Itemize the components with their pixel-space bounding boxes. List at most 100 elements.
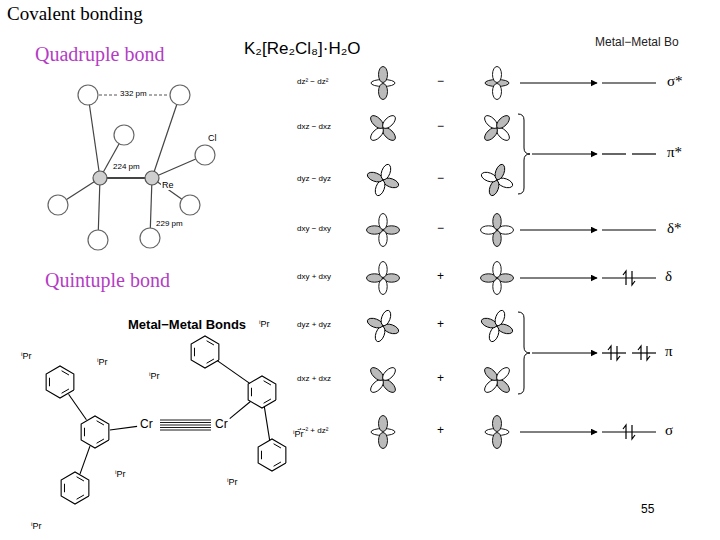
- d-orbital: [371, 416, 395, 449]
- d-orbital: [485, 67, 509, 100]
- orbital-label: dyz − dyz: [296, 175, 332, 183]
- orbital-lobe: [379, 416, 388, 432]
- d-orbital: [480, 163, 514, 197]
- orbital-lobe: [380, 365, 397, 382]
- sign-label: +: [436, 270, 445, 282]
- rhenium-atom: [93, 171, 107, 185]
- bond-line: [217, 361, 249, 384]
- electron-down: [617, 346, 620, 360]
- d-orbital: [481, 262, 514, 295]
- double-bond: [274, 462, 281, 466]
- energy-level: [602, 229, 656, 230]
- quintuple-bond-line: [160, 422, 211, 423]
- level-arrow: [520, 83, 597, 84]
- benzene-ring: [81, 416, 109, 448]
- chlorine-atom: [78, 85, 98, 105]
- energy-level: [602, 352, 626, 353]
- substituent-label: ⁱPr: [258, 320, 271, 329]
- distance-label: 224 pm: [112, 163, 141, 171]
- d-orbital: [481, 214, 514, 247]
- orbital-lobe: [494, 125, 511, 142]
- orbital-lobe: [380, 113, 397, 130]
- d-orbital: [485, 416, 509, 449]
- rhenium-atom: [145, 171, 159, 185]
- sign-label: +: [436, 424, 445, 436]
- chlorine-atom: [180, 195, 200, 215]
- distance-label: 229 pm: [155, 220, 184, 228]
- figure-title: Metal−Metal Bo: [594, 36, 680, 48]
- bond-line: [69, 394, 87, 419]
- bond-line: [230, 402, 251, 419]
- level-arrow: [520, 230, 597, 231]
- level-label: σ*: [666, 74, 684, 89]
- re2cl8-structure: [48, 85, 215, 250]
- substituent-label: ⁱPr: [20, 352, 33, 361]
- electron-down: [632, 425, 635, 439]
- benzene-ring: [258, 439, 286, 471]
- double-bond: [264, 399, 271, 403]
- orbital-lobe: [482, 365, 499, 382]
- d-orbital: [366, 163, 400, 197]
- sign-label: −: [436, 172, 445, 184]
- orbital-lobe: [494, 113, 511, 130]
- quintuple-bond-line: [160, 425, 211, 426]
- orbital-label: dxy − dxy: [296, 225, 332, 233]
- orbital-lobe: [379, 67, 388, 83]
- d-orbital: [367, 262, 400, 295]
- level-arrow: [520, 278, 597, 279]
- substituent-label: ⁱPr: [30, 522, 43, 531]
- orbital-lobe: [368, 365, 385, 382]
- orbital-lobe: [493, 67, 502, 83]
- double-bond: [62, 389, 69, 393]
- bond-line: [152, 95, 180, 178]
- orbital-lobe: [493, 84, 502, 100]
- double-bond: [97, 439, 104, 443]
- level-label: δ: [664, 269, 673, 284]
- double-bond: [274, 444, 281, 448]
- energy-level: [602, 82, 656, 83]
- energy-level: [632, 352, 656, 353]
- orbital-lobe: [379, 214, 387, 230]
- d-orbital: [368, 365, 397, 394]
- double-bond: [62, 371, 69, 375]
- sign-label: −: [436, 75, 445, 87]
- orbital-label: dyz + dyz: [296, 321, 332, 329]
- double-bond: [77, 477, 84, 481]
- atom-label: Re: [161, 181, 175, 190]
- electron-up: [608, 346, 611, 360]
- orbital-lobe: [368, 377, 385, 394]
- chlorine-atom: [170, 85, 190, 105]
- orbital-label: dxz + dxz: [296, 375, 332, 383]
- orbital-lobe: [379, 84, 388, 100]
- substituent-label: ⁱPr: [114, 470, 127, 479]
- d-orbital: [366, 309, 400, 343]
- sign-label: +: [436, 372, 445, 384]
- electron-up: [623, 425, 626, 439]
- d-orbital: [480, 309, 514, 343]
- benzene-ring: [191, 336, 219, 368]
- d-orbital: [367, 214, 400, 247]
- double-bond: [194, 348, 195, 357]
- double-bond: [251, 388, 252, 397]
- orbital-label: dxy + dxy: [296, 273, 332, 281]
- sign-label: −: [436, 120, 445, 132]
- orbital-lobe: [379, 433, 388, 449]
- substituent-label: ⁱPr: [148, 372, 161, 381]
- quintuple-bond-line: [160, 430, 211, 431]
- orbital-lobe: [368, 125, 385, 142]
- chlorine-atom: [195, 145, 215, 165]
- benzene-ring: [61, 472, 89, 504]
- orbital-lobe: [482, 113, 499, 130]
- orbital-lobe: [379, 262, 387, 278]
- energy-level: [602, 153, 626, 154]
- electron-up: [623, 271, 626, 285]
- formula: K₂[Re₂Cl₈]·H₂O: [243, 40, 362, 57]
- d-orbital: [482, 113, 511, 142]
- bracket: [518, 312, 530, 394]
- bond-line: [80, 446, 90, 474]
- double-bond: [97, 421, 104, 425]
- bracket: [518, 114, 530, 194]
- double-bond: [49, 378, 50, 387]
- electron-down: [647, 346, 650, 360]
